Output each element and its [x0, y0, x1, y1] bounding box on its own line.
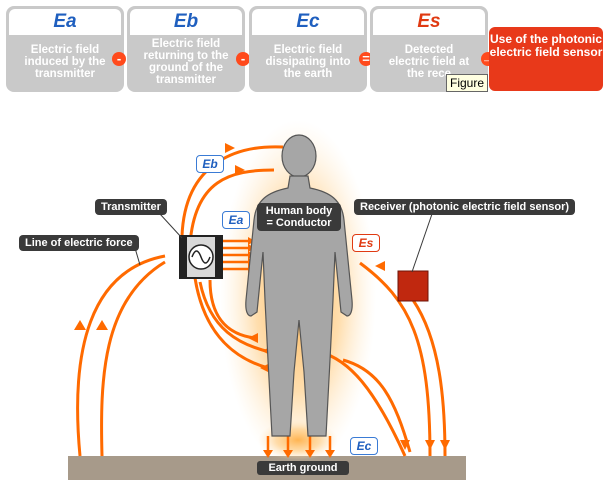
field-lines: [76, 145, 447, 457]
equation-box-es: Es Detected electric field at the rece: [370, 6, 488, 92]
human-body: [245, 134, 353, 437]
equation-box-ea: Ea Electric field induced by the transmi…: [6, 6, 124, 92]
earth-ground-label: Earth ground: [257, 461, 349, 475]
minus-operator: -: [236, 52, 250, 66]
minus-operator: -: [112, 52, 126, 66]
tag-es: Es: [352, 234, 380, 252]
symbol-es: Es: [373, 9, 485, 35]
ground-arrowheads: [263, 450, 335, 458]
human-body-label: Human body = Conductor: [257, 203, 341, 231]
description-ea: Electric field induced by the transmitte…: [24, 44, 106, 80]
emitted-arrows: [222, 239, 248, 271]
description-eb: Electric field returning to the ground o…: [143, 38, 229, 86]
receiver-label: Receiver (photonic electric field sensor…: [354, 199, 576, 215]
tooltip: Figure: [446, 74, 489, 92]
ground-arrows: [266, 436, 332, 452]
transmitter-label: Transmitter: [95, 199, 167, 215]
tag-ec: Ec: [350, 437, 378, 455]
equation-box-ec: Ec Electric field dissipating into the e…: [249, 6, 367, 92]
line-of-force-label: Line of electric force: [19, 235, 139, 251]
equals-operator: =: [359, 52, 373, 66]
equation-box-eb: Eb Electric field returning to the groun…: [127, 6, 245, 92]
receiver-device: [397, 270, 429, 302]
description-ec: Electric field dissipating into the eart…: [265, 44, 351, 80]
tag-ea: Ea: [222, 211, 250, 229]
result-box: Use of the photonic electric field senso…: [489, 27, 603, 91]
symbol-eb: Eb: [130, 9, 242, 35]
symbol-ec: Ec: [252, 9, 364, 35]
transmitter-device: [179, 235, 223, 279]
tag-eb: Eb: [196, 155, 224, 173]
description-es: Detected electric field at the rece: [388, 44, 470, 80]
symbol-ea: Ea: [9, 9, 121, 35]
